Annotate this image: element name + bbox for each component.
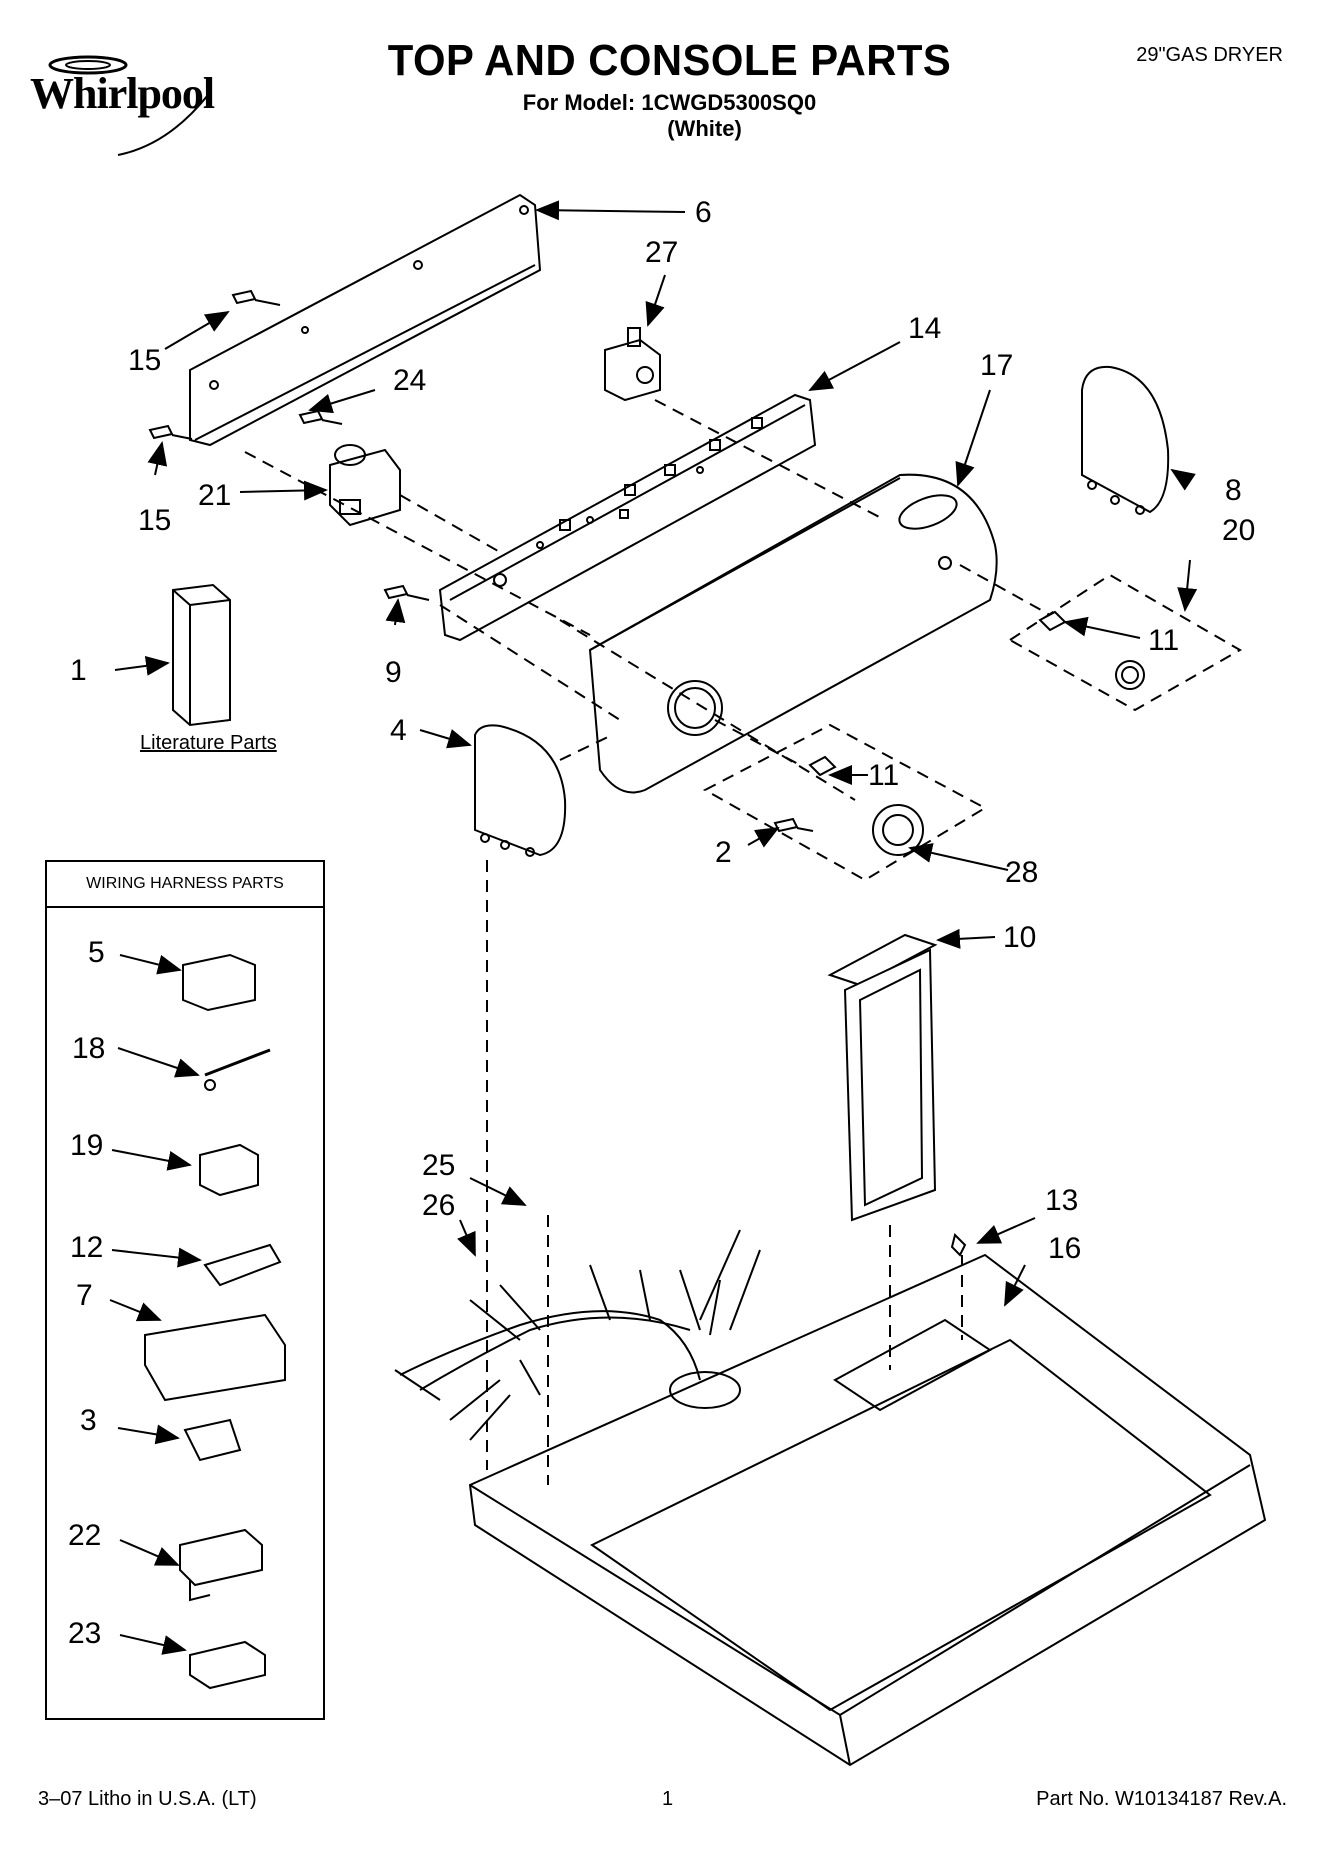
callout-22: 22: [68, 1519, 101, 1552]
callout-28: 28: [1005, 856, 1038, 889]
literature-parts-label: Literature Parts: [140, 732, 277, 754]
wiring-harness-title: WIRING HARNESS PARTS: [45, 860, 325, 908]
whirlpool-logo: [48, 55, 209, 156]
page-number: 1: [662, 1788, 674, 1810]
top-panel-part: [468, 1253, 1267, 1767]
callout-25: 25: [422, 1149, 455, 1182]
callout-6: 6: [695, 196, 712, 229]
product-type: 29"GAS DRYER: [1136, 44, 1283, 66]
callout-15-top: 15: [128, 344, 161, 377]
callout-18: 18: [72, 1032, 105, 1065]
lint-screen-part: [827, 933, 938, 1222]
callout-12: 12: [70, 1231, 103, 1264]
brand-logo-text: Whirlpool: [30, 69, 215, 118]
knob-parts: [808, 610, 1145, 856]
callout-2: 2: [715, 836, 732, 869]
knob-group-box-20: [1008, 573, 1243, 712]
page-title: TOP AND CONSOLE PARTS: [387, 36, 952, 85]
callout-14: 14: [908, 312, 941, 345]
left-end-cap-part: [474, 724, 567, 857]
literature-parts-part: [172, 583, 231, 727]
callout-17: 17: [980, 349, 1013, 382]
callout-20: 20: [1222, 514, 1255, 547]
harness-arrows: [109, 954, 202, 1655]
wiring-harness-box: [45, 860, 325, 1720]
callout-8: 8: [1225, 474, 1242, 507]
callout-arrows: [114, 200, 1198, 1307]
console-bracket-part: [438, 393, 817, 642]
harness-connector-parts: [144, 953, 286, 1690]
callout-1: 1: [70, 654, 87, 687]
switch-part-27: [604, 327, 661, 402]
callout-21: 21: [198, 479, 231, 512]
callout-23: 23: [68, 1617, 101, 1650]
callout-19: 19: [70, 1129, 103, 1162]
callout-11-lower: 11: [868, 759, 899, 792]
wiring-harness-part: [394, 1229, 761, 1441]
callout-13: 13: [1045, 1184, 1078, 1217]
callout-3: 3: [80, 1404, 97, 1437]
model-line: For Model: 1CWGD5300SQ0: [522, 90, 817, 115]
callout-5: 5: [88, 936, 105, 969]
callout-10: 10: [1003, 921, 1036, 954]
rear-panel-part: [189, 193, 542, 447]
assembly-lines: [244, 399, 1051, 1485]
callout-9: 9: [385, 656, 402, 689]
callout-24: 24: [393, 364, 426, 397]
footer-litho: 3–07 Litho in U.S.A. (LT): [38, 1788, 257, 1810]
footer-part-number: Part No. W10134187 Rev.A.: [1036, 1788, 1287, 1810]
callout-26: 26: [422, 1189, 455, 1222]
timer-part-21: [329, 444, 401, 527]
console-panel-part: [588, 473, 998, 794]
right-end-cap-part: [1081, 365, 1170, 515]
callout-15-bottom: 15: [138, 504, 171, 537]
knob-group-box-28: [702, 723, 988, 882]
callout-11-right: 11: [1148, 624, 1179, 657]
callout-27: 27: [645, 236, 678, 269]
callout-7: 7: [76, 1279, 93, 1312]
callout-16: 16: [1048, 1232, 1081, 1265]
callout-4: 4: [390, 714, 407, 747]
model-color: (White): [667, 116, 742, 141]
